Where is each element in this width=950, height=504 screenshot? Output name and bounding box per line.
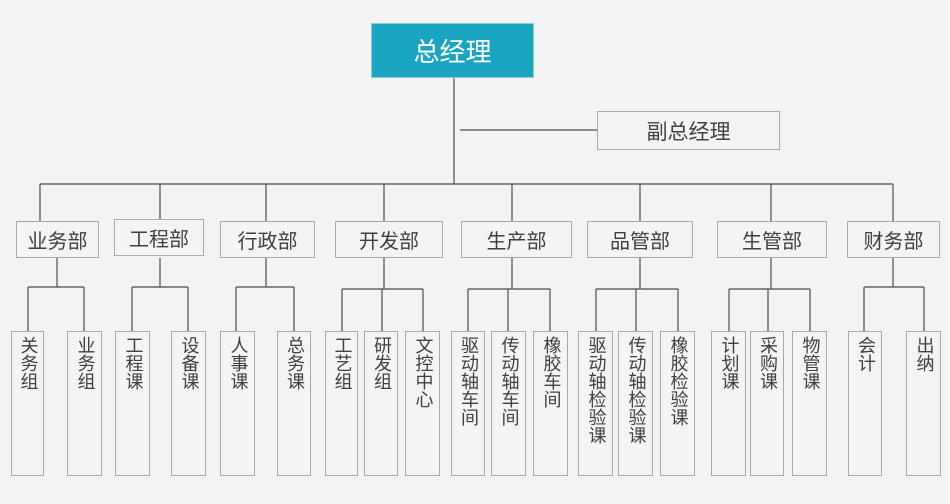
section-label: 传动轴车间 <box>498 336 520 426</box>
section-label: 工艺组 <box>331 336 353 390</box>
section-node: 传动轴检验课 <box>618 331 653 476</box>
section-label: 驱动轴检验课 <box>585 336 607 444</box>
dept-node-0: 业务部 <box>16 221 99 258</box>
section-label: 会计 <box>855 336 876 372</box>
dept-label: 生产部 <box>486 229 547 253</box>
section-label: 设备课 <box>178 336 200 390</box>
dept-label: 生管部 <box>742 229 802 253</box>
dept-node-6: 生管部 <box>717 221 827 258</box>
section-label: 人事课 <box>227 336 249 390</box>
deputy-node-label: 副总经理 <box>646 119 731 144</box>
section-node: 人事课 <box>220 331 255 476</box>
deputy-node: 副总经理 <box>597 111 780 150</box>
section-node: 会计 <box>848 331 882 476</box>
section-label: 研发组 <box>371 336 392 390</box>
section-node: 驱动轴检验课 <box>578 331 613 476</box>
section-node: 橡胶检验课 <box>660 331 695 476</box>
dept-node-2: 行政部 <box>220 221 315 258</box>
section-label: 出纳 <box>913 336 935 372</box>
section-node: 总务课 <box>277 331 311 476</box>
section-node: 传动轴车间 <box>491 331 526 476</box>
dept-node-1: 工程部 <box>114 219 204 256</box>
section-node: 出纳 <box>906 331 941 476</box>
section-label: 文控中心 <box>412 336 434 408</box>
section-node: 橡胶车间 <box>533 331 568 476</box>
dept-label: 工程部 <box>129 227 189 251</box>
section-node: 工艺组 <box>325 331 358 476</box>
section-label: 业务组 <box>74 336 96 390</box>
dept-node-7: 财务部 <box>847 221 940 258</box>
section-label: 计划课 <box>718 336 740 390</box>
root-node-general-manager: 总经理 <box>371 23 534 78</box>
section-node: 文控中心 <box>405 331 440 476</box>
section-node: 关务组 <box>11 331 44 476</box>
section-label: 橡胶检验课 <box>667 336 689 426</box>
section-label: 采购课 <box>757 336 778 390</box>
dept-label: 品管部 <box>610 229 670 253</box>
section-node: 采购课 <box>750 331 784 476</box>
dept-label: 开发部 <box>359 229 419 253</box>
dept-label: 行政部 <box>237 229 298 253</box>
section-label: 橡胶车间 <box>540 336 562 408</box>
dept-node-3: 开发部 <box>335 221 443 258</box>
section-label: 工程课 <box>122 336 144 390</box>
dept-label: 业务部 <box>27 229 88 253</box>
section-label: 物管课 <box>799 336 821 390</box>
section-node: 研发组 <box>364 331 398 476</box>
section-node: 物管课 <box>792 331 827 476</box>
section-label: 总务课 <box>284 336 305 390</box>
section-label: 传动轴检验课 <box>625 336 647 444</box>
section-label: 关务组 <box>17 336 39 390</box>
dept-label: 财务部 <box>863 229 924 253</box>
section-node: 计划课 <box>711 331 746 476</box>
dept-node-5: 品管部 <box>587 221 693 258</box>
section-node: 工程课 <box>115 331 150 476</box>
section-node: 设备课 <box>171 331 206 476</box>
section-node: 驱动轴车间 <box>451 331 485 476</box>
root-node-label: 总经理 <box>413 38 492 68</box>
dept-node-4: 生产部 <box>461 221 572 258</box>
section-node: 业务组 <box>67 331 102 476</box>
section-label: 驱动轴车间 <box>458 336 479 426</box>
